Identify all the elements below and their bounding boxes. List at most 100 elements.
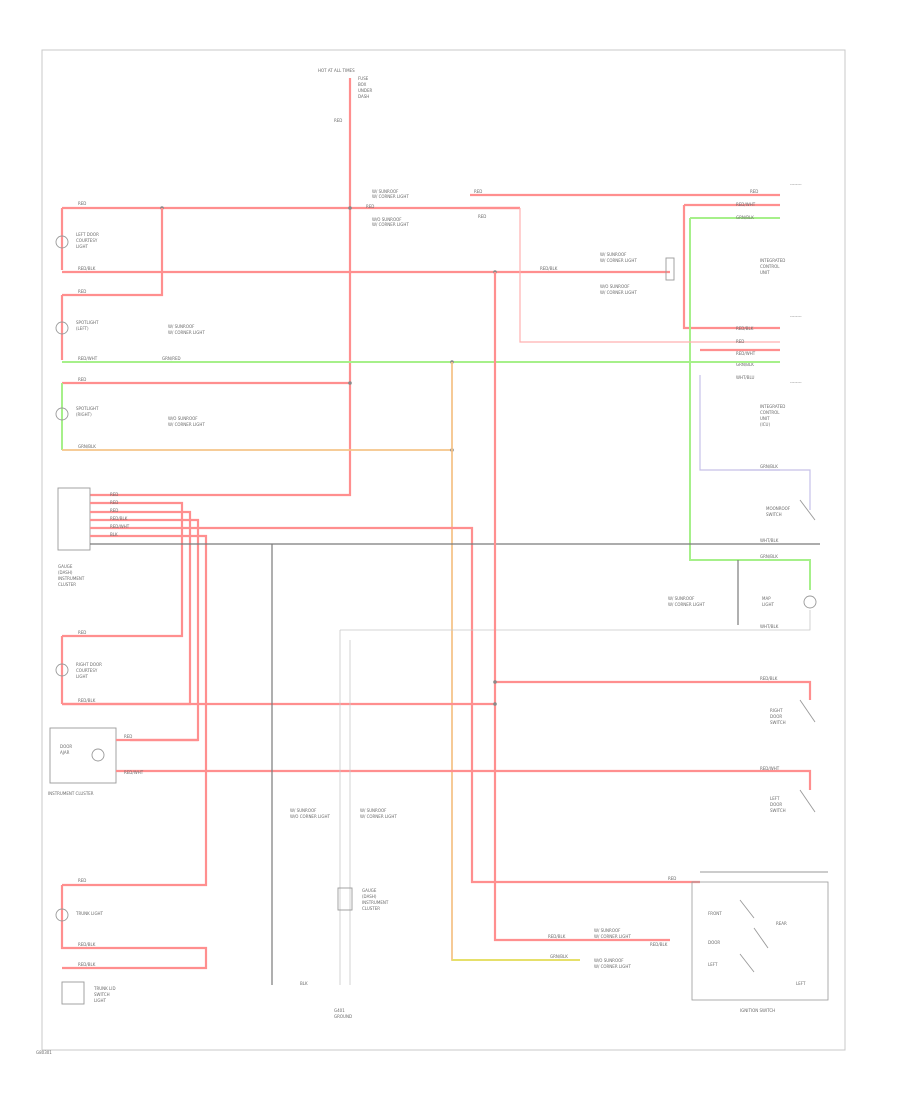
trunk-lid-switch [61, 981, 85, 1005]
svg-text:UNDER: UNDER [358, 88, 373, 93]
svg-text:INTEGRATED: INTEGRATED [760, 404, 785, 409]
svg-text:LEFT: LEFT [796, 981, 806, 986]
svg-text:RIGHT DOOR: RIGHT DOOR [76, 662, 102, 667]
svg-text:LEFT: LEFT [770, 796, 780, 801]
gauge-cluster-label: GAUGE (DASH) INSTRUMENT CLUSTER [58, 564, 85, 587]
right-spotlight-bulb [55, 407, 69, 421]
right-door-switch [799, 699, 816, 723]
svg-text:RED: RED [78, 878, 86, 883]
svg-text:SWITCH: SWITCH [770, 720, 786, 725]
svg-text:W/ CORNER LIGHT: W/ CORNER LIGHT [594, 964, 631, 969]
icu-label-a: INTEGRATED CONTROL UNIT [760, 258, 785, 275]
svg-text:RED: RED [736, 339, 744, 344]
svg-text:GRN/BLK: GRN/BLK [736, 362, 754, 367]
svg-text:RED/WHT: RED/WHT [124, 770, 144, 775]
svg-text:W/O SUNROOF: W/O SUNROOF [594, 958, 624, 963]
svg-text:GRN/BLK: GRN/BLK [78, 444, 96, 449]
diagram-frame [41, 49, 846, 1051]
svg-text:RED/BLK: RED/BLK [78, 962, 96, 967]
svg-text:RED/WHT: RED/WHT [78, 356, 98, 361]
svg-text:W/ CORNER LIGHT: W/ CORNER LIGHT [600, 290, 637, 295]
svg-text:W/ SUNROOF: W/ SUNROOF [360, 808, 387, 813]
svg-text:CLUSTER: CLUSTER [362, 906, 380, 911]
svg-text:DOOR: DOOR [770, 802, 782, 807]
svg-text:WHT/BLK: WHT/BLK [760, 538, 779, 543]
svg-text:LIGHT: LIGHT [762, 602, 775, 607]
svg-text:INSTRUMENT CLUSTER: INSTRUMENT CLUSTER [48, 791, 94, 796]
svg-text:COURTESY: COURTESY [76, 668, 98, 673]
red-blk-down-wire [493, 272, 580, 942]
svg-text:W/ SUNROOF: W/ SUNROOF [594, 928, 621, 933]
svg-text:(LEFT): (LEFT) [76, 326, 89, 331]
svg-text:GRN/BLK: GRN/BLK [760, 554, 778, 559]
svg-text:W/O SUNROOF: W/O SUNROOF [168, 416, 198, 421]
icu-connector [665, 257, 675, 281]
svg-text:W/ CORNER LIGHT: W/ CORNER LIGHT [594, 934, 631, 939]
trunk-light-bulb [55, 908, 69, 922]
svg-text:(DASH): (DASH) [362, 894, 377, 899]
svg-text:W/ CORNER LIGHT: W/ CORNER LIGHT [360, 814, 397, 819]
svg-text:RED/BLK: RED/BLK [760, 676, 778, 681]
svg-text:COURTESY: COURTESY [76, 238, 98, 243]
svg-text:G401: G401 [334, 1008, 345, 1013]
svg-text:LEFT DOOR: LEFT DOOR [76, 232, 99, 237]
svg-text:MOONROOF: MOONROOF [766, 506, 791, 511]
svg-text:RED/BLK: RED/BLK [540, 266, 558, 271]
svg-text:WHT/BLU: WHT/BLU [736, 375, 755, 380]
svg-text:--------: -------- [790, 380, 802, 385]
svg-text:RED/BLK: RED/BLK [78, 942, 96, 947]
svg-text:CLUSTER: CLUSTER [58, 582, 76, 587]
ignition-switch-box [691, 881, 829, 1001]
svg-text:DOOR: DOOR [708, 940, 720, 945]
gauge-cluster-connector [57, 487, 91, 551]
svg-text:W/O SUNROOF: W/O SUNROOF [372, 217, 402, 222]
svg-text:RED/WHT: RED/WHT [110, 524, 130, 529]
svg-text:GAUGE: GAUGE [58, 564, 73, 569]
svg-text:RED: RED [366, 204, 374, 209]
svg-text:GAUGE: GAUGE [362, 888, 377, 893]
svg-text:W/O SUNROOF: W/O SUNROOF [600, 284, 630, 289]
left-door-light-bulb [55, 235, 69, 249]
svg-text:CONTROL: CONTROL [760, 264, 780, 269]
svg-text:SWITCH: SWITCH [94, 992, 110, 997]
svg-text:FRONT: FRONT [708, 911, 722, 916]
svg-text:MAP: MAP [762, 596, 771, 601]
power-wire-label: RED [334, 118, 342, 123]
mid-cluster-connector [337, 887, 353, 911]
svg-text:AJAR: AJAR [60, 750, 70, 755]
svg-text:RED: RED [78, 289, 86, 294]
footer-code: G80301 [36, 1050, 52, 1055]
svg-text:RED: RED [78, 377, 86, 382]
svg-text:RED/WHT: RED/WHT [736, 202, 756, 207]
svg-text:W/O CORNER LIGHT: W/O CORNER LIGHT [290, 814, 331, 819]
svg-text:GRN/BLK: GRN/BLK [736, 215, 754, 220]
svg-text:RED: RED [668, 876, 676, 881]
svg-text:LEFT: LEFT [708, 962, 718, 967]
svg-text:UNIT: UNIT [760, 416, 770, 421]
svg-text:W/ CORNER LIGHT: W/ CORNER LIGHT [600, 258, 637, 263]
svg-text:GRN/BLK: GRN/BLK [760, 464, 778, 469]
svg-text:SPOTLIGHT: SPOTLIGHT [76, 406, 99, 411]
main-feed-wire [90, 78, 352, 497]
icu-wire-label: RED [474, 189, 482, 194]
svg-text:TRUNK LIGHT: TRUNK LIGHT [75, 911, 104, 916]
svg-text:LIGHT: LIGHT [76, 244, 89, 249]
svg-text:RED/WHT: RED/WHT [736, 351, 756, 356]
svg-text:INTEGRATED: INTEGRATED [760, 258, 785, 263]
svg-text:W/ CORNER LIGHT: W/ CORNER LIGHT [372, 194, 409, 199]
svg-text:DOOR: DOOR [60, 744, 72, 749]
svg-text:UNIT: UNIT [760, 270, 770, 275]
svg-text:RED: RED [78, 630, 86, 635]
trunk-lid-switch-label: TRUNK LID SWITCH LIGHT [93, 986, 116, 1003]
svg-text:W/ SUNROOF: W/ SUNROOF [290, 808, 317, 813]
svg-text:(DASH): (DASH) [58, 570, 73, 575]
svg-text:W/ SUNROOF: W/ SUNROOF [600, 252, 627, 257]
svg-text:(ICU): (ICU) [760, 422, 770, 427]
svg-text:LIGHT: LIGHT [76, 674, 89, 679]
svg-text:--------: -------- [790, 314, 802, 319]
instrument-cluster-box [49, 727, 117, 784]
ground-mid-label: G401 GROUND [334, 1008, 352, 1019]
icu-label-b: INTEGRATED CONTROL UNIT (ICU) [760, 404, 785, 427]
